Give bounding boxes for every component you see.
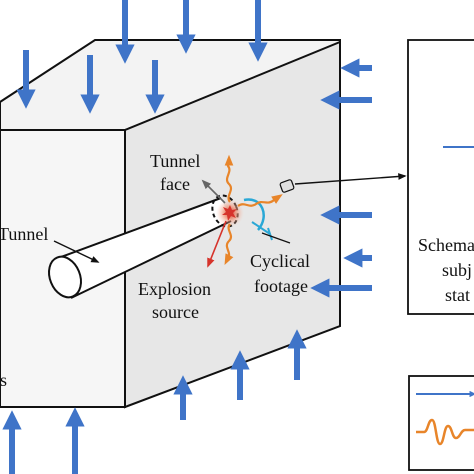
stress-wave-icon (224, 154, 283, 265)
label-tunnel-face-line-1: Tunnel (150, 151, 200, 171)
tunnel-pointer (53, 240, 100, 263)
right-stress-arrows (310, 58, 372, 298)
explosion-icon (216, 199, 244, 227)
label-explosion-source-line-2: source (152, 302, 199, 322)
explosion-source-arrow (207, 220, 227, 268)
inset-text-line-1: Schema (418, 235, 474, 255)
label-cyclical-footage-line-2: footage (254, 276, 308, 296)
legend-stress-wave-icon (416, 418, 474, 446)
label-explosion-source-line-1: Explosion (138, 279, 211, 299)
face-normal-arrow (201, 179, 226, 204)
inset-text-line-3: stat (445, 285, 470, 305)
top-stress-arrows (16, 0, 268, 114)
label-tunnel-face-line-2: face (160, 174, 190, 194)
cyclical-footage-marker (243, 198, 273, 241)
label-cyclical-footage-line-1: Cyclical (250, 251, 310, 271)
inset-pointer-arrow (294, 173, 407, 185)
label-left-edge-fragment: s (0, 370, 7, 390)
label-tunnel: Tunnel (0, 224, 48, 244)
legend-panel (408, 375, 474, 471)
monitoring-sensor-icon (279, 179, 295, 193)
tunnel-portal (48, 255, 82, 299)
footage-pointer (261, 232, 291, 244)
inset-text-line-2: subj (442, 260, 472, 280)
inset-panel: Schema subj stat (407, 39, 474, 315)
bottom-stress-arrows (2, 329, 307, 474)
